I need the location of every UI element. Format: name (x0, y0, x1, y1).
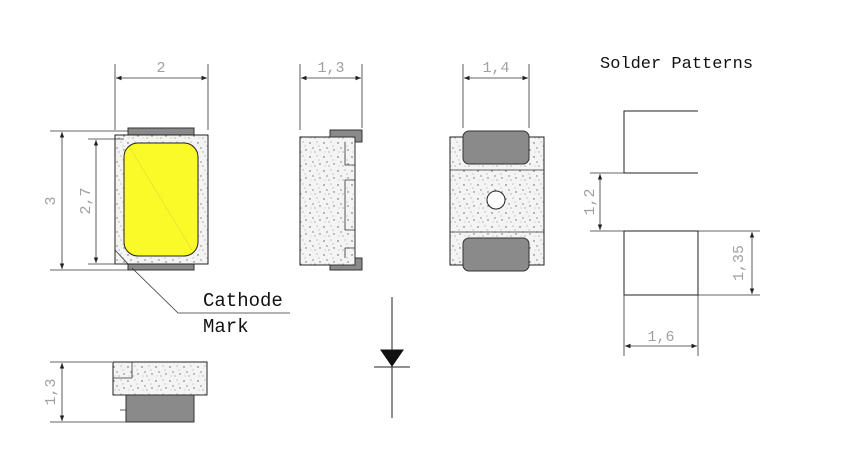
dim-side-width: 1,3 (317, 60, 344, 77)
top-view: 2 3 2,7 Cathode Mark (43, 60, 290, 338)
side-profile-step (344, 142, 356, 258)
dim-top-width: 2 (156, 60, 165, 77)
dim-pad-gap: 1,2 (582, 188, 599, 215)
solder-patterns: Solder Patterns 1,2 1,35 1,6 (582, 55, 760, 356)
dim-bottom-width: 1,4 (482, 60, 509, 77)
dim-total-height: 3 (43, 196, 60, 205)
cathode-label-line2: Mark (203, 316, 249, 338)
side-body (299, 136, 356, 266)
cathode-leader (131, 267, 290, 314)
side-terminal-bottom (329, 257, 363, 271)
dim-pad-height: 1,35 (731, 245, 748, 281)
solder-pad-upper (623, 110, 698, 174)
solder-pad-lower (623, 230, 699, 296)
bottom-view: 1,4 (449, 60, 545, 272)
side-view: 1,3 (299, 60, 363, 271)
solder-patterns-title: Solder Patterns (600, 55, 753, 74)
profile-pad (125, 394, 195, 423)
profile-body (112, 361, 208, 396)
cathode-notch (114, 249, 129, 265)
profile-view: 1,3 (43, 361, 208, 423)
polarity-hole (486, 190, 506, 210)
dim-lens-height: 2,7 (78, 187, 95, 214)
lens-hatch (129, 147, 193, 251)
diode-symbol-icon (374, 297, 410, 418)
cathode-label-line1: Cathode (203, 290, 283, 312)
dim-profile-height: 1,3 (43, 378, 60, 405)
bottom-pad-upper (462, 130, 530, 165)
dim-pad-width: 1,6 (647, 329, 674, 346)
bottom-pad-lower (462, 237, 530, 272)
